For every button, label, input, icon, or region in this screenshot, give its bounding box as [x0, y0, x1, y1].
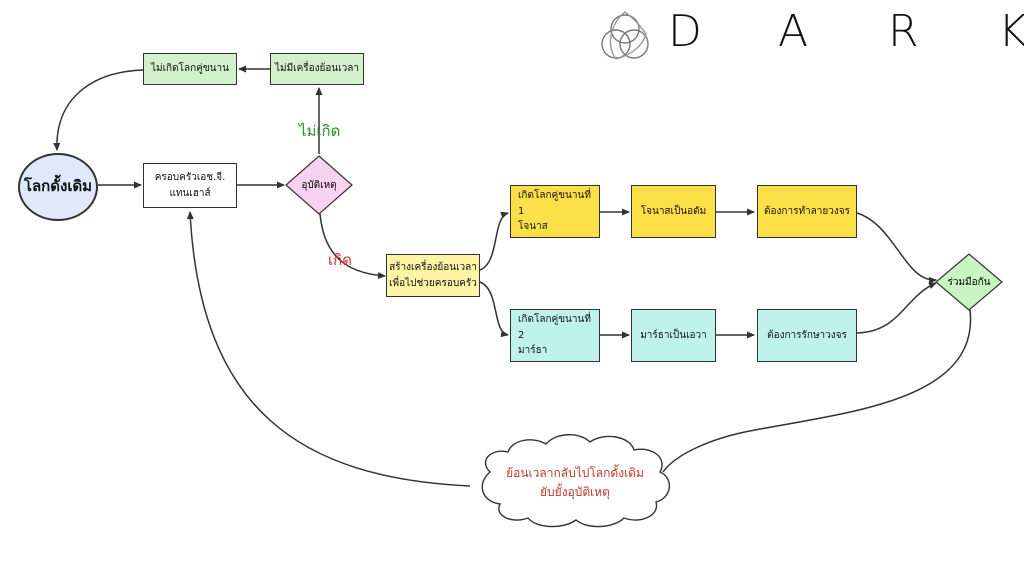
- cloud-shape: [481, 434, 670, 528]
- node-world-1: เกิดโลกคู่ขนานที่ 1 โจนาส: [510, 185, 600, 238]
- brand-letter: D: [668, 6, 702, 57]
- arrow-cloud-to-family: [186, 211, 471, 487]
- node-family: ครอบครัวเอช.จี. แทนเฮาส์: [143, 163, 237, 208]
- node-accident-label: อุบัติเหตุ: [301, 179, 337, 191]
- cloud-text: ย้อนเวลากลับไปโลกดั้งเดิม ยับยั้งอุบัติเ…: [506, 466, 644, 500]
- node-jonas-adam: โจนาสเป็นอดัม: [631, 185, 716, 238]
- arrow-no-parallel-to-start: [53, 69, 144, 151]
- node-build-time-machine: สร้างเครื่องย้อนเวลา เพื่อไปช่วยครอบครัว: [386, 254, 480, 297]
- arrow-build-to-world2: [479, 281, 509, 338]
- node-original-world: โลกดั้งเดิม: [18, 153, 98, 221]
- edge-label-happen: เกิด: [328, 251, 352, 269]
- node-cooperate-label: ร่วมมือกัน: [947, 276, 991, 288]
- node-destroy-loop: ต้องการทำลายวงจร: [757, 185, 857, 238]
- cooperate-diamond: [935, 253, 1003, 311]
- node-no-parallel-world: ไม่เกิดโลกคู่ขนาน: [143, 53, 237, 85]
- connector-cooperate-to-cloud: [662, 309, 972, 473]
- node-world-2: เกิดโลกคู่ขนานที่ 2 มาร์ธา: [510, 309, 600, 362]
- triquetra-icon: [601, 11, 649, 60]
- node-keep-loop: ต้องการรักษาวงจร: [757, 309, 857, 362]
- node-martha-eva: มาร์ธาเป็นเอวา: [631, 309, 716, 362]
- accident-diamond: [285, 155, 353, 215]
- brand-letter: R: [888, 6, 919, 57]
- brand-letter: K: [998, 6, 1024, 57]
- arrow-build-to-world1: [479, 211, 509, 271]
- edge-label-not-happen: ไม่เกิด: [299, 122, 341, 140]
- arrow-accident-to-build: [319, 213, 386, 279]
- arrow-keep-to-cooperate: [856, 282, 937, 334]
- node-no-time-machine: ไม่มีเครื่องย้อนเวลา: [270, 53, 364, 85]
- arrow-destroy-to-cooperate: [856, 212, 937, 284]
- brand-letter: A: [778, 6, 809, 57]
